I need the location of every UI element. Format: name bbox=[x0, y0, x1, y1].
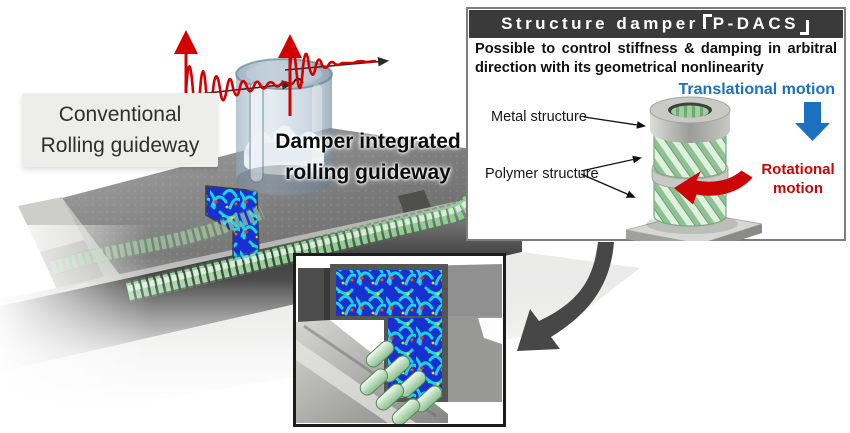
rotational-motion-line1: Rotational bbox=[761, 161, 835, 178]
damper-structure-render bbox=[580, 96, 830, 241]
panel-title-product: P-DACS bbox=[712, 14, 799, 33]
pdacs-panel: Structure damper P-DACS Possible to cont… bbox=[466, 7, 846, 241]
panel-description: Possible to control stiffness & damping … bbox=[475, 41, 837, 76]
inset-green-rollers bbox=[359, 340, 443, 424]
panel-title-bar: Structure damper P-DACS bbox=[469, 10, 843, 38]
detail-inset-image bbox=[293, 253, 506, 427]
damper-guideway-label-line2: rolling guideway bbox=[285, 161, 451, 184]
rotational-arrow-icon bbox=[674, 170, 753, 205]
vibration-waveform-damped bbox=[278, 34, 390, 116]
conventional-guideway-label-line1: Conventional bbox=[58, 103, 182, 126]
damper-guideway-label: Damper integrated rolling guideway bbox=[252, 126, 484, 188]
rotational-motion-label: Rotational motion bbox=[751, 161, 845, 199]
polymer-structure-label: Polymer structure bbox=[485, 166, 599, 182]
corner-bracket-open-icon bbox=[702, 13, 712, 29]
label-pointer-arrows bbox=[580, 116, 646, 198]
translational-motion-label: Translational motion bbox=[678, 81, 835, 98]
metal-ring bbox=[649, 96, 731, 143]
panel-title-text: Structure damper bbox=[501, 14, 699, 33]
rotational-motion-line2: motion bbox=[773, 179, 823, 197]
metal-structure-label: Metal structure bbox=[491, 109, 587, 125]
translational-arrow-icon bbox=[795, 102, 830, 141]
inset-fea-horizontal bbox=[336, 270, 442, 316]
conventional-guideway-label: Conventional Rolling guideway bbox=[22, 93, 218, 167]
zoom-callout-arrow-icon bbox=[517, 242, 614, 351]
damper-guideway-label-line1: Damper integrated bbox=[275, 130, 461, 153]
conventional-guideway-label-line2: Rolling guideway bbox=[40, 134, 200, 157]
corner-bracket-close-icon bbox=[799, 19, 809, 35]
inset-cross-section bbox=[296, 256, 503, 424]
inset-rail-block-right bbox=[444, 258, 502, 316]
